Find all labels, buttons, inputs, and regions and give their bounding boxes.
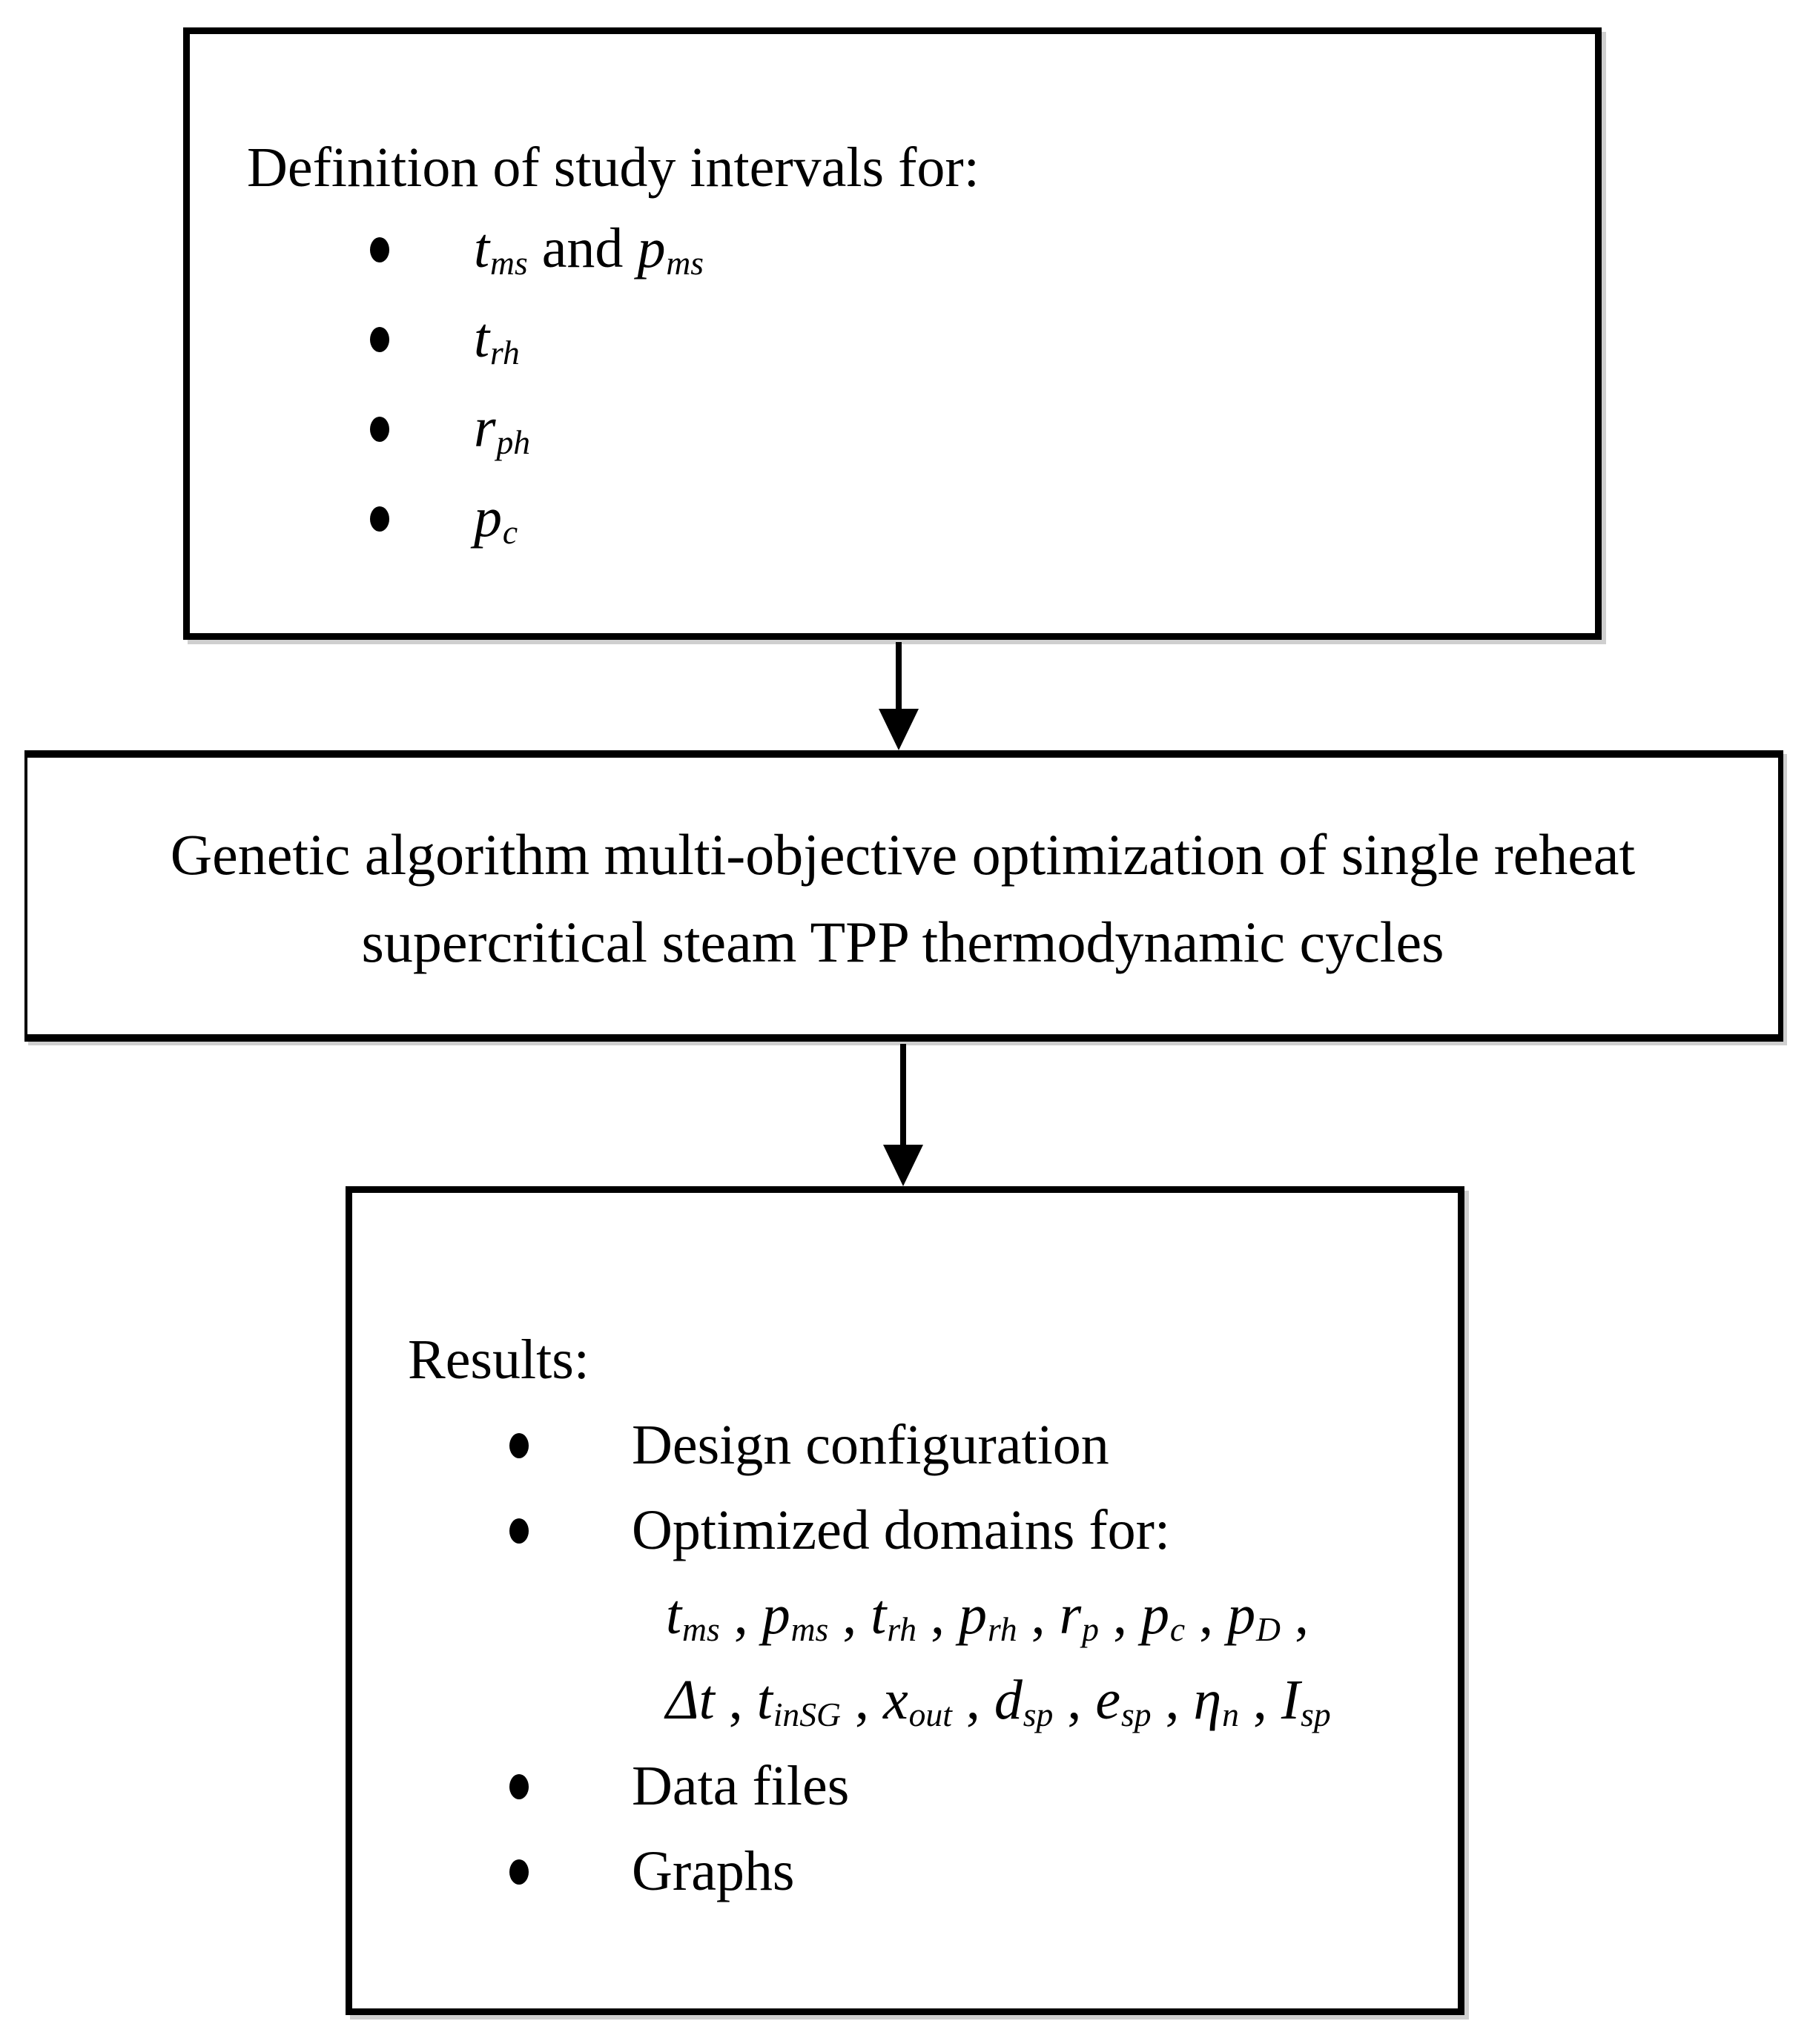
math-symbol: esp (1095, 1668, 1152, 1734)
arrow-head-icon (879, 709, 919, 750)
math-symbol: pD (1227, 1583, 1281, 1649)
bullet-icon (509, 1432, 529, 1458)
math-symbol: Δt (666, 1668, 715, 1731)
list-item: Optimized domains for: (352, 1488, 1458, 1573)
flow-arrow-down-2 (883, 1044, 923, 1186)
optimization-box: Genetic algorithm multi-objective optimi… (24, 750, 1783, 1042)
list-item: Graphs (352, 1829, 1458, 1914)
bullet-icon (370, 326, 389, 352)
list-item-label: tms and pms (474, 216, 704, 282)
list-item-label: Graphs (632, 1840, 795, 1902)
symbol-line-content: tms , pms , trh , prh , rp , pc , pD , (666, 1583, 1309, 1649)
list-item: rph (190, 384, 1595, 474)
math-symbol: tms (666, 1583, 720, 1649)
separator: , (916, 1583, 960, 1646)
separator: , (1017, 1583, 1060, 1646)
arrow-shaft (900, 1044, 906, 1146)
separator: , (714, 1668, 757, 1731)
list-item: Data files (352, 1744, 1458, 1829)
separator: , (1238, 1668, 1281, 1731)
list-item-label: trh (474, 306, 520, 372)
bullet-icon (370, 237, 389, 262)
list-item: trh (190, 294, 1595, 384)
list-item-label: rph (474, 396, 530, 462)
definition-title: Definition of study intervals for: (247, 136, 980, 199)
math-symbol: pc (1140, 1583, 1186, 1649)
list-item: pc (190, 474, 1595, 563)
list-item-label: Optimized domains for: (632, 1499, 1171, 1561)
separator: , (1151, 1668, 1194, 1731)
math-symbol: tinSG (756, 1668, 841, 1734)
optimization-line-2: supercritical steam TPP thermodynamic cy… (361, 910, 1444, 974)
math-symbol: trh (474, 306, 520, 372)
bullet-icon (370, 506, 389, 532)
arrow-head-icon (883, 1145, 923, 1186)
math-symbol: prh (959, 1583, 1017, 1649)
bullet-icon (370, 416, 389, 442)
optimization-line-1: Genetic algorithm multi-objective optimi… (170, 822, 1636, 887)
math-symbol: rph (474, 396, 531, 462)
arrow-shaft (896, 642, 902, 710)
math-symbol: Isp (1281, 1668, 1331, 1734)
list-item-label: Data files (632, 1755, 850, 1817)
math-symbol: tms (474, 216, 528, 282)
definition-box: Definition of study intervals for: tms a… (183, 27, 1602, 640)
math-symbol: pc (474, 486, 518, 552)
results-title: Results: (408, 1329, 589, 1391)
math-symbol: ηn (1193, 1668, 1239, 1734)
separator: , (1053, 1668, 1096, 1731)
list-item-label: pc (474, 486, 518, 552)
math-symbol: dsp (994, 1668, 1054, 1734)
bullet-icon (509, 1773, 529, 1799)
math-symbol: trh (871, 1583, 917, 1649)
separator: , (1098, 1583, 1141, 1646)
math-symbol: pms (637, 216, 704, 282)
list-item-label: Design configuration (632, 1414, 1109, 1476)
symbol-line: Δt , tinSG , xout , dsp , esp , ηn , Isp (352, 1658, 1458, 1744)
symbol-line: tms , pms , trh , prh , rp , pc , pD , (352, 1573, 1458, 1658)
flow-arrow-down-1 (879, 642, 919, 750)
math-symbol: pms (762, 1583, 829, 1649)
math-symbol: xout (882, 1668, 952, 1734)
math-symbol: rp (1059, 1583, 1099, 1649)
list-item: Design configuration (352, 1403, 1458, 1488)
separator: , (719, 1583, 762, 1646)
bullet-icon (509, 1859, 529, 1885)
separator: and (527, 216, 638, 280)
bullet-icon (509, 1518, 529, 1544)
symbol-line-content: Δt , tinSG , xout , dsp , esp , ηn , Isp (666, 1668, 1331, 1734)
separator: , (951, 1668, 994, 1731)
separator: , (1280, 1583, 1309, 1646)
separator: , (828, 1583, 871, 1646)
results-box: Results: Design configuration Optimized … (346, 1186, 1464, 2015)
list-item: tms and pms (190, 205, 1595, 294)
separator: , (840, 1668, 883, 1731)
separator: , (1185, 1583, 1228, 1646)
